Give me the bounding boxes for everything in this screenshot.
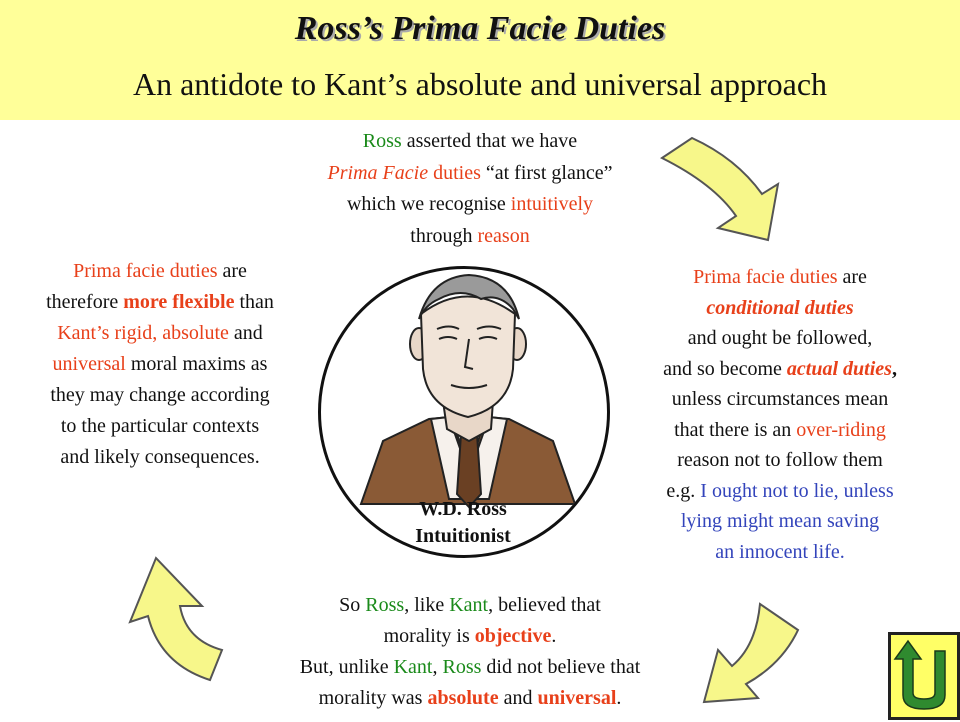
right-line-7: reason not to follow them (677, 449, 883, 471)
top-right-curved-arrow-icon (660, 136, 780, 242)
ross-word: Ross (365, 594, 405, 616)
bottom-text: morality was (318, 687, 428, 709)
right-line-4: and so become actual duties, (610, 354, 950, 385)
right-line-6: that there is an over-riding (610, 415, 950, 446)
portrait-circle (318, 266, 610, 558)
return-u-turn-icon (893, 639, 946, 710)
example-text-1: I ought not to lie, unless (700, 479, 894, 502)
bottom-text: , believed that (488, 594, 601, 616)
bottom-text: So (339, 594, 366, 616)
bottom-left-curved-arrow-icon (128, 556, 224, 682)
left-line-1: Prima facie duties are (0, 256, 320, 287)
left-line-3: Kant’s rigid, absolute and (0, 318, 320, 349)
bottom-line-2: morality is objective. (220, 621, 720, 652)
over-riding-word: over-riding (796, 418, 886, 441)
more-flexible-phrase: more flexible (123, 291, 235, 313)
left-text-block: Prima facie duties are therefore more fl… (0, 256, 320, 473)
prima-facie-phrase: Prima Facie (327, 161, 429, 184)
bottom-text: and (498, 687, 538, 709)
right-line-1: Prima facie duties are (610, 262, 950, 293)
return-button[interactable] (888, 632, 960, 720)
left-line-2-text: therefore (46, 291, 124, 313)
prima-facie-duties-phrase: Prima facie duties (693, 266, 838, 288)
absolute-word: absolute (427, 687, 499, 709)
top-line-3-text: which we recognise (346, 193, 511, 215)
left-line-4: universal moral maxims as (0, 349, 320, 380)
bottom-text: morality is (383, 625, 475, 647)
left-line-7: and likely consequences. (60, 446, 260, 468)
right-line-8: e.g. I ought not to lie, unless (610, 476, 950, 507)
kant-word: Kant (449, 594, 489, 616)
bottom-text: , like (404, 594, 450, 616)
conditional-duties-phrase: conditional duties (706, 296, 854, 319)
at-first-glance-quote: “at first glance” (480, 161, 613, 184)
portrait-label: Intuitionist (415, 525, 511, 547)
example-text-2: lying might mean saving (680, 510, 880, 532)
top-line-4: through reason (260, 221, 680, 253)
bottom-text: , (432, 656, 443, 678)
top-line-1-text: asserted that we have (401, 130, 578, 152)
top-line-2: Prima Facie duties “at first glance” (260, 158, 680, 190)
bottom-text: But, unlike (299, 656, 394, 678)
bottom-text-block: So Ross, like Kant, believed that morali… (220, 590, 720, 714)
right-text-block: Prima facie duties are conditional dutie… (610, 262, 950, 567)
bottom-line-1: So Ross, like Kant, believed that (220, 590, 720, 621)
right-line-5: unless circumstances mean (671, 388, 889, 410)
left-line-2: therefore more flexible than (0, 287, 320, 318)
intuitively-word: intuitively (510, 193, 594, 215)
bottom-text: . (551, 625, 557, 647)
bottom-line-4: morality was absolute and universal. (220, 683, 720, 714)
left-line-5: they may change according (50, 384, 270, 406)
top-line-4-text: through (410, 224, 478, 247)
left-line-1-text: are (217, 260, 247, 282)
prima-facie-duties-phrase: Prima facie duties (73, 260, 218, 282)
portrait-illustration (359, 273, 577, 509)
bottom-right-curved-arrow-icon (702, 602, 800, 704)
top-line-3: which we recognise intuitively (260, 189, 680, 221)
comma: , (891, 357, 897, 380)
right-line-3: and ought be followed, (687, 327, 873, 349)
portrait-caption: W.D. Ross Intuitionist (360, 496, 566, 550)
example-text-3: an innocent life. (715, 540, 845, 563)
page-title: Ross’s Prima Facie Duties (294, 10, 666, 47)
universal-word: universal (52, 353, 126, 375)
top-text-block: Ross asserted that we have Prima Facie d… (260, 126, 680, 252)
bottom-line-3: But, unlike Kant, Ross did not believe t… (220, 652, 720, 683)
left-line-6: to the particular contexts (60, 415, 260, 437)
kant-word: Kant (393, 656, 433, 678)
portrait-name: W.D. Ross (419, 498, 507, 520)
ross-word: Ross (362, 130, 402, 152)
left-line-4-tail: moral maxims as (125, 353, 268, 375)
top-line-1: Ross asserted that we have (260, 126, 680, 158)
right-line-6-text: that there is an (674, 418, 797, 441)
reason-word: reason (477, 224, 530, 247)
bottom-text: did not believe that (481, 656, 641, 678)
universal-word: universal (537, 687, 617, 709)
right-line-1-text: are (837, 266, 867, 288)
bottom-text: . (616, 687, 622, 709)
actual-duties-phrase: actual duties (786, 357, 892, 380)
ross-word: Ross (442, 656, 482, 678)
duties-word: duties (428, 161, 481, 184)
right-line-4-text: and so become (663, 357, 787, 380)
kants-rigid-phrase: Kant’s rigid, absolute (57, 322, 229, 344)
left-line-2-tail: than (234, 291, 274, 313)
eg-prefix: e.g. (666, 479, 701, 502)
objective-word: objective (474, 625, 552, 647)
left-line-3-tail: and (228, 322, 263, 344)
page-subtitle: An antidote to Kant’s absolute and unive… (132, 66, 828, 102)
header-banner: Ross’s Prima Facie Duties An antidote to… (0, 0, 960, 120)
